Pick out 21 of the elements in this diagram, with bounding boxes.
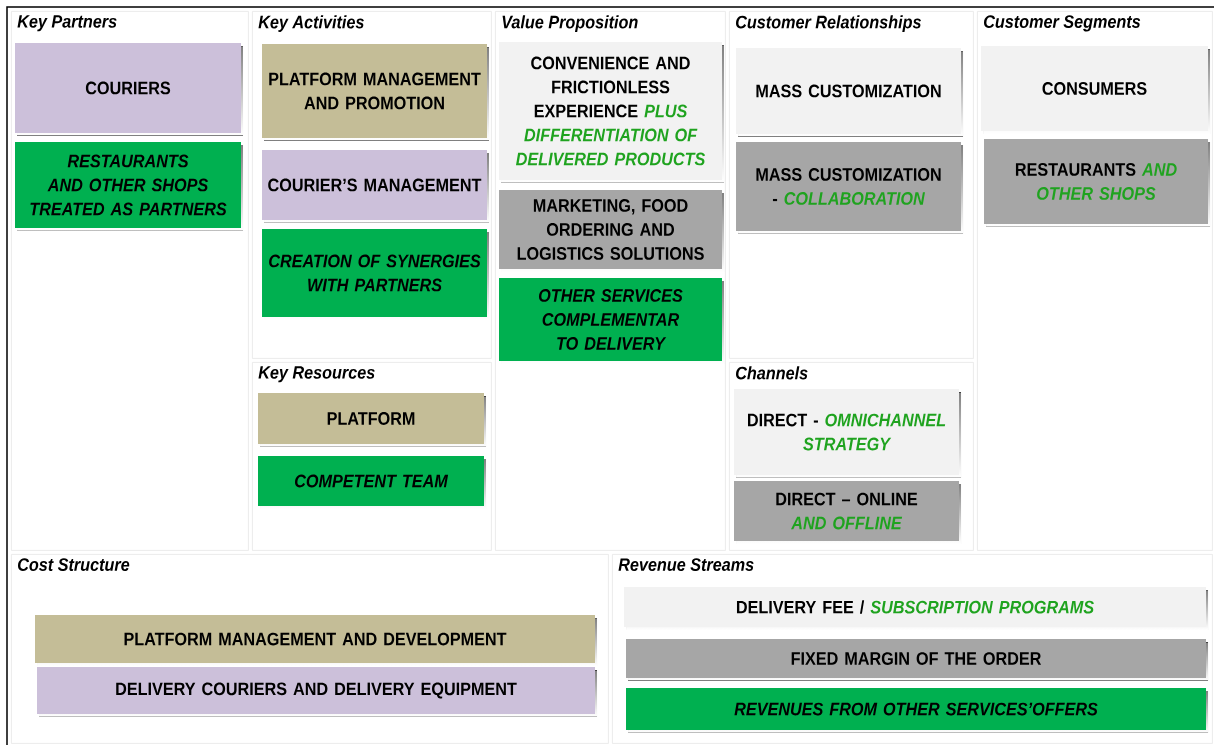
text-box: DIRECT - OMNICHANNEL STRATEGY [734, 389, 961, 478]
text-box: PLATFORM [258, 393, 486, 447]
text-box: COMPETENT TEAM [258, 456, 486, 509]
text-box: COURIER’S MANAGEMENT [262, 150, 489, 223]
text-box: MARKETING, FOOD ORDERING AND LOGISTICS SOLUTIONS [499, 190, 724, 272]
text-box: PLATFORM MANAGEMENT AND DEVELOPMENT [35, 615, 597, 666]
text-box: DELIVERY COURIERS AND DELIVERY EQUIPMENT [37, 667, 597, 717]
text-box: RESTAURANTS AND OTHER SHOPS [984, 139, 1210, 227]
text-box: PLATFORM MANAGEMENT AND PROMOTION [262, 44, 489, 141]
text-box: CONSUMERS [981, 46, 1210, 134]
text-box: MASS CUSTOMIZATION - COLLABORATION [736, 142, 963, 234]
text-box: COURIERS [15, 43, 243, 136]
text-box: CREATION OF SYNERGIES WITH PARTNERS [262, 229, 489, 320]
text-box: DELIVERY FEE / SUBSCRIPTION PROGRAMS [624, 587, 1208, 630]
text-box: REVENUES FROM OTHER SERVICES’OFFERS [626, 688, 1208, 733]
text-box: DIRECT – ONLINE AND OFFLINE [734, 481, 961, 544]
text-box: OTHER SERVICES COMPLEMENTAR TO DELIVERY [499, 278, 724, 364]
text-box: RESTAURANTS AND OTHER SHOPS TREATED AS PARTNERS [15, 142, 243, 231]
text-box: MASS CUSTOMIZATION [736, 48, 963, 137]
text-box: CONVENIENCE AND FRICTIONLESS EXPERIENCE PLUS DIFFERENTIATION OF DELIVERED PRODUCTS [499, 42, 724, 183]
text-box: FIXED MARGIN OF THE ORDER [626, 639, 1208, 681]
